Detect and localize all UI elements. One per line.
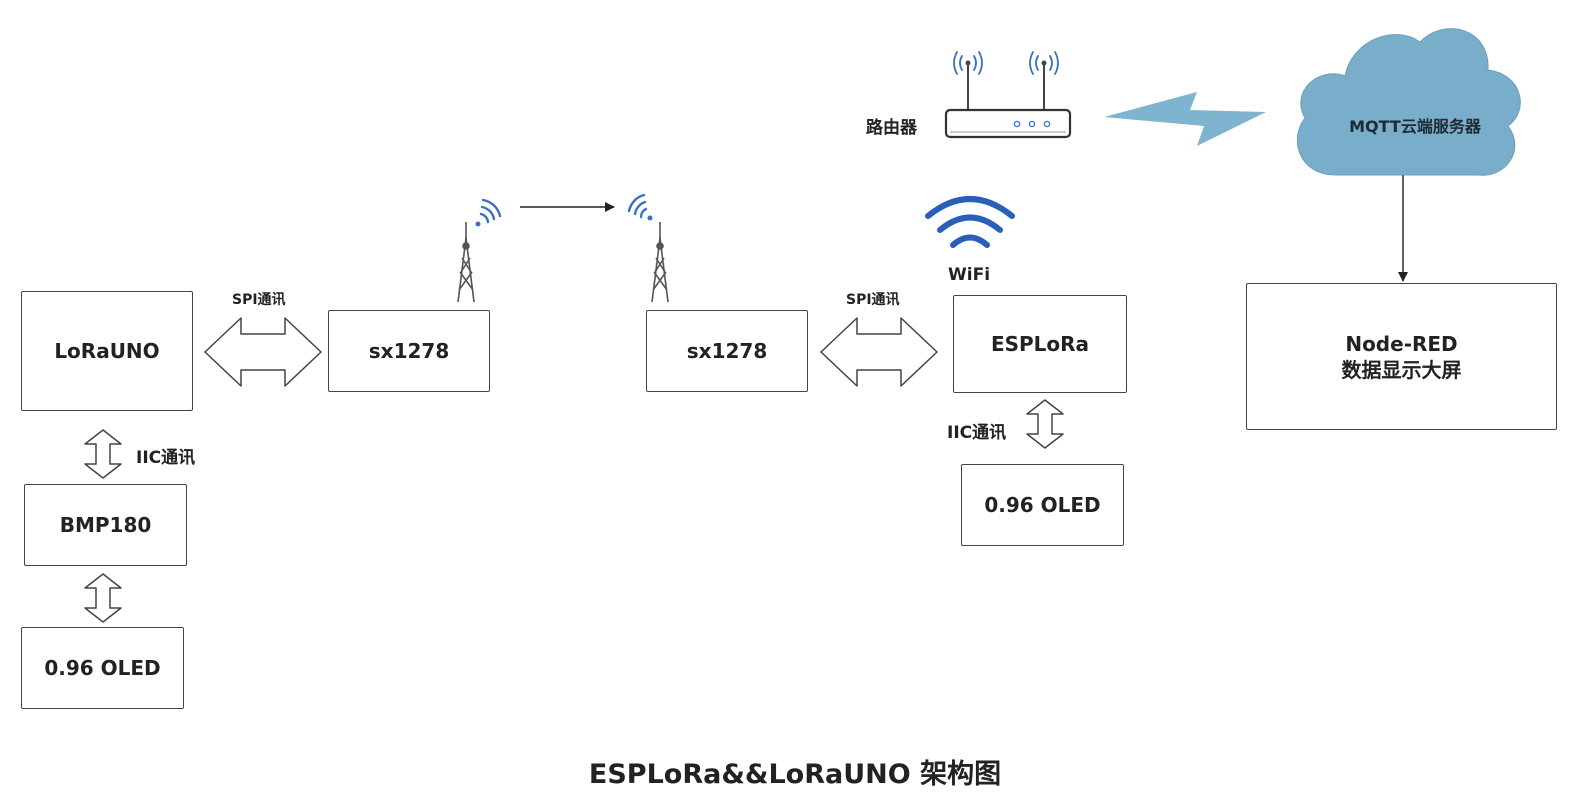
cloud-label: MQTT云端服务器 <box>1349 117 1481 136</box>
esplora-box: ESPLoRa <box>953 295 1127 393</box>
sx1278-left-label: sx1278 <box>368 339 450 363</box>
router-label: 路由器 <box>866 118 917 138</box>
spi-label-left: SPI通讯 <box>232 292 286 308</box>
sx1278-left-box: sx1278 <box>328 310 490 392</box>
diagram-title: ESPLoRa&&LoRaUNO 架构图 <box>588 759 1002 790</box>
lightning-link-icon <box>1104 92 1266 146</box>
bmp-oled-arrow <box>84 573 122 623</box>
nodered-title: Node-RED <box>1345 331 1458 356</box>
wireless-signal-icon <box>627 193 653 221</box>
iic-arrow-left <box>84 429 122 479</box>
lorauno-box: LoRaUNO <box>21 291 193 411</box>
oled-left-label: 0.96 OLED <box>44 656 161 680</box>
spi-arrow-right <box>820 317 938 387</box>
spi-arrow-left <box>204 317 322 387</box>
wifi-label: WiFi <box>948 265 991 285</box>
spi-label-right: SPI通讯 <box>846 292 900 308</box>
oled-right-label: 0.96 OLED <box>984 493 1101 517</box>
nodered-subtitle: 数据显示大屏 <box>1341 357 1462 382</box>
lorauno-label: LoRaUNO <box>54 339 160 363</box>
iic-label-left: IIC通讯 <box>136 448 196 468</box>
iic-arrow-right <box>1026 399 1064 449</box>
wireless-signal-icon <box>475 198 502 227</box>
nodered-box: Node-RED 数据显示大屏 <box>1246 283 1557 430</box>
oled-left-box: 0.96 OLED <box>21 627 184 709</box>
bmp180-label: BMP180 <box>59 513 152 537</box>
oled-right-box: 0.96 OLED <box>961 464 1124 546</box>
sx1278-right-box: sx1278 <box>646 310 808 392</box>
radio-tower-icon <box>651 222 669 303</box>
esplora-label: ESPLoRa <box>990 332 1090 356</box>
cloud-icon <box>1296 28 1521 176</box>
wifi-icon <box>925 196 1015 248</box>
sx1278-right-label: sx1278 <box>686 339 768 363</box>
iic-label-right: IIC通讯 <box>947 423 1007 443</box>
bmp180-box: BMP180 <box>24 484 187 566</box>
radio-tower-icon <box>457 222 475 303</box>
router-icon <box>944 51 1072 139</box>
